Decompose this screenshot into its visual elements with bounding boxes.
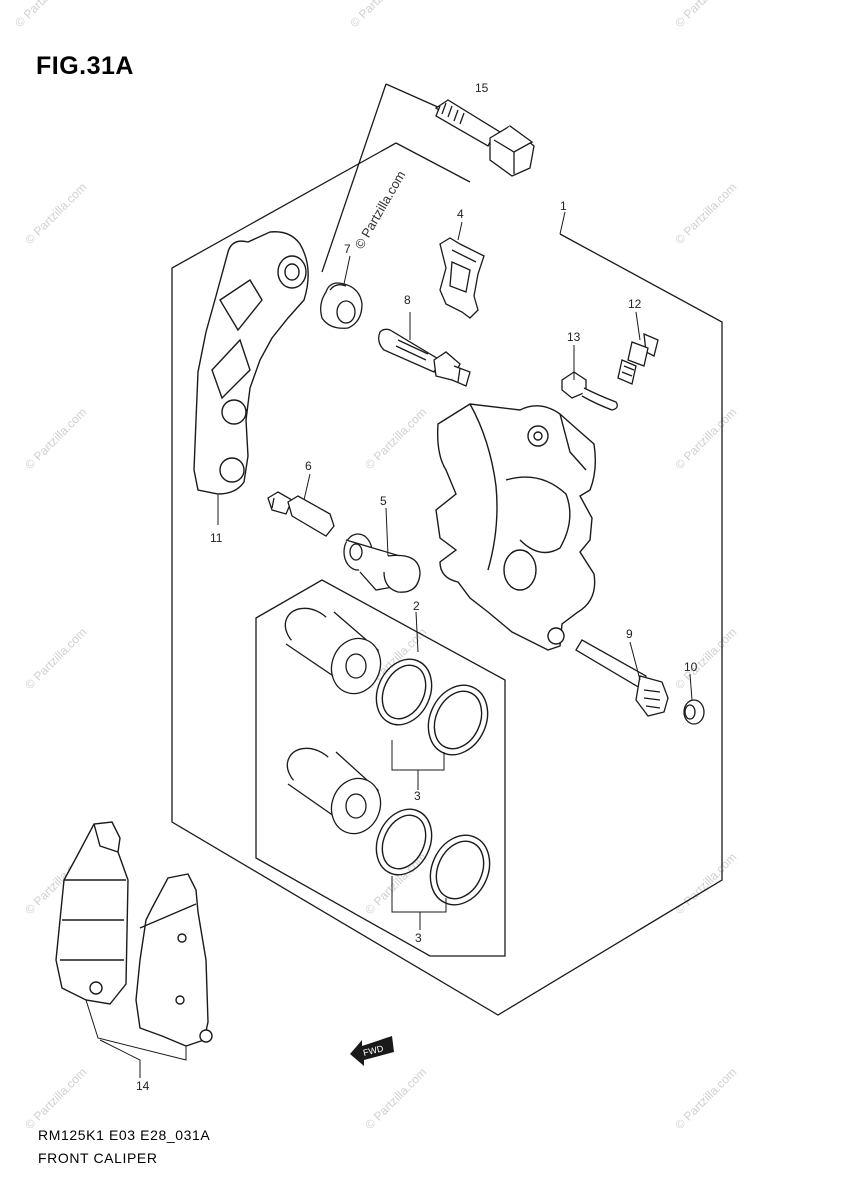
caliper-bracket-11 bbox=[193, 231, 309, 495]
bleeder-valve-12 bbox=[617, 332, 659, 385]
pad-spring-4 bbox=[439, 237, 485, 319]
brake-pad-14-front bbox=[55, 821, 129, 1005]
callout-1: 1 bbox=[560, 199, 567, 213]
slide-pin-9 bbox=[575, 639, 669, 717]
callout-5: 5 bbox=[380, 494, 387, 508]
brake-pad-14-rear bbox=[135, 873, 213, 1047]
boot-7 bbox=[320, 282, 363, 329]
watermark: © Partzilla.com bbox=[672, 405, 739, 472]
watermark: © Partzilla.com bbox=[672, 625, 739, 692]
callout-6: 6 bbox=[305, 459, 312, 473]
callout-4: 4 bbox=[457, 207, 464, 221]
watermark: © Partzilla.com bbox=[352, 168, 409, 251]
callout-11: 11 bbox=[210, 531, 223, 545]
callout-9: 9 bbox=[626, 627, 633, 641]
bleeder-cap-13 bbox=[561, 371, 618, 411]
callout-labels: 15 1 4 7 8 12 13 6 5 11 2 9 10 3 3 14 bbox=[136, 81, 698, 1093]
watermark: © Partzilla.com bbox=[22, 1065, 89, 1132]
watermark: © Partzilla.com bbox=[672, 180, 739, 247]
watermark: © Partzilla.com bbox=[672, 1065, 739, 1132]
watermark: © Partzilla.com bbox=[362, 850, 429, 917]
watermark: © Partzilla.com bbox=[12, 0, 79, 30]
callout-2: 2 bbox=[413, 599, 420, 613]
watermark: © Partzilla.com bbox=[22, 180, 89, 247]
callout-3: 3 bbox=[414, 789, 421, 803]
watermark: © Partzilla.com bbox=[22, 405, 89, 472]
diagram-name: FRONT CALIPER bbox=[38, 1150, 158, 1166]
pin-5 bbox=[343, 533, 421, 593]
watermark: © Partzilla.com bbox=[672, 850, 739, 917]
cap-10 bbox=[683, 699, 705, 725]
pin-6 bbox=[267, 491, 335, 537]
caliper-assembly-boundary bbox=[171, 83, 723, 1016]
callout-7: 7 bbox=[344, 242, 351, 256]
seal-3-upper bbox=[375, 658, 489, 756]
callout-15: 15 bbox=[475, 81, 489, 95]
watermark: © Partzilla.com bbox=[362, 1065, 429, 1132]
leader-lines bbox=[85, 211, 693, 1078]
piston-2-lower bbox=[286, 747, 382, 835]
slide-pin-8 bbox=[378, 328, 471, 387]
seal-3-lower bbox=[375, 808, 491, 906]
piston-seal-box bbox=[255, 579, 506, 957]
callout-3: 3 bbox=[415, 931, 422, 945]
watermark: © Partzilla.com bbox=[347, 0, 414, 30]
figure-title: FIG.31A bbox=[36, 52, 134, 80]
callout-12: 12 bbox=[628, 297, 642, 311]
piston-2-upper bbox=[284, 607, 382, 695]
forward-arrow-icon: FWD bbox=[350, 1036, 394, 1066]
callout-8: 8 bbox=[404, 293, 411, 307]
forward-arrow-label: FWD bbox=[362, 1043, 385, 1058]
callout-13: 13 bbox=[567, 330, 581, 344]
watermark: © Partzilla.com bbox=[672, 0, 739, 30]
bolt-15 bbox=[434, 99, 535, 177]
caliper-body bbox=[435, 403, 597, 651]
diagram-code: RM125K1 E03 E28_031A bbox=[38, 1127, 211, 1143]
callout-14: 14 bbox=[136, 1079, 150, 1093]
watermark: © Partzilla.com bbox=[362, 405, 429, 472]
callout-10: 10 bbox=[684, 660, 698, 674]
watermark: © Partzilla.com bbox=[22, 625, 89, 692]
